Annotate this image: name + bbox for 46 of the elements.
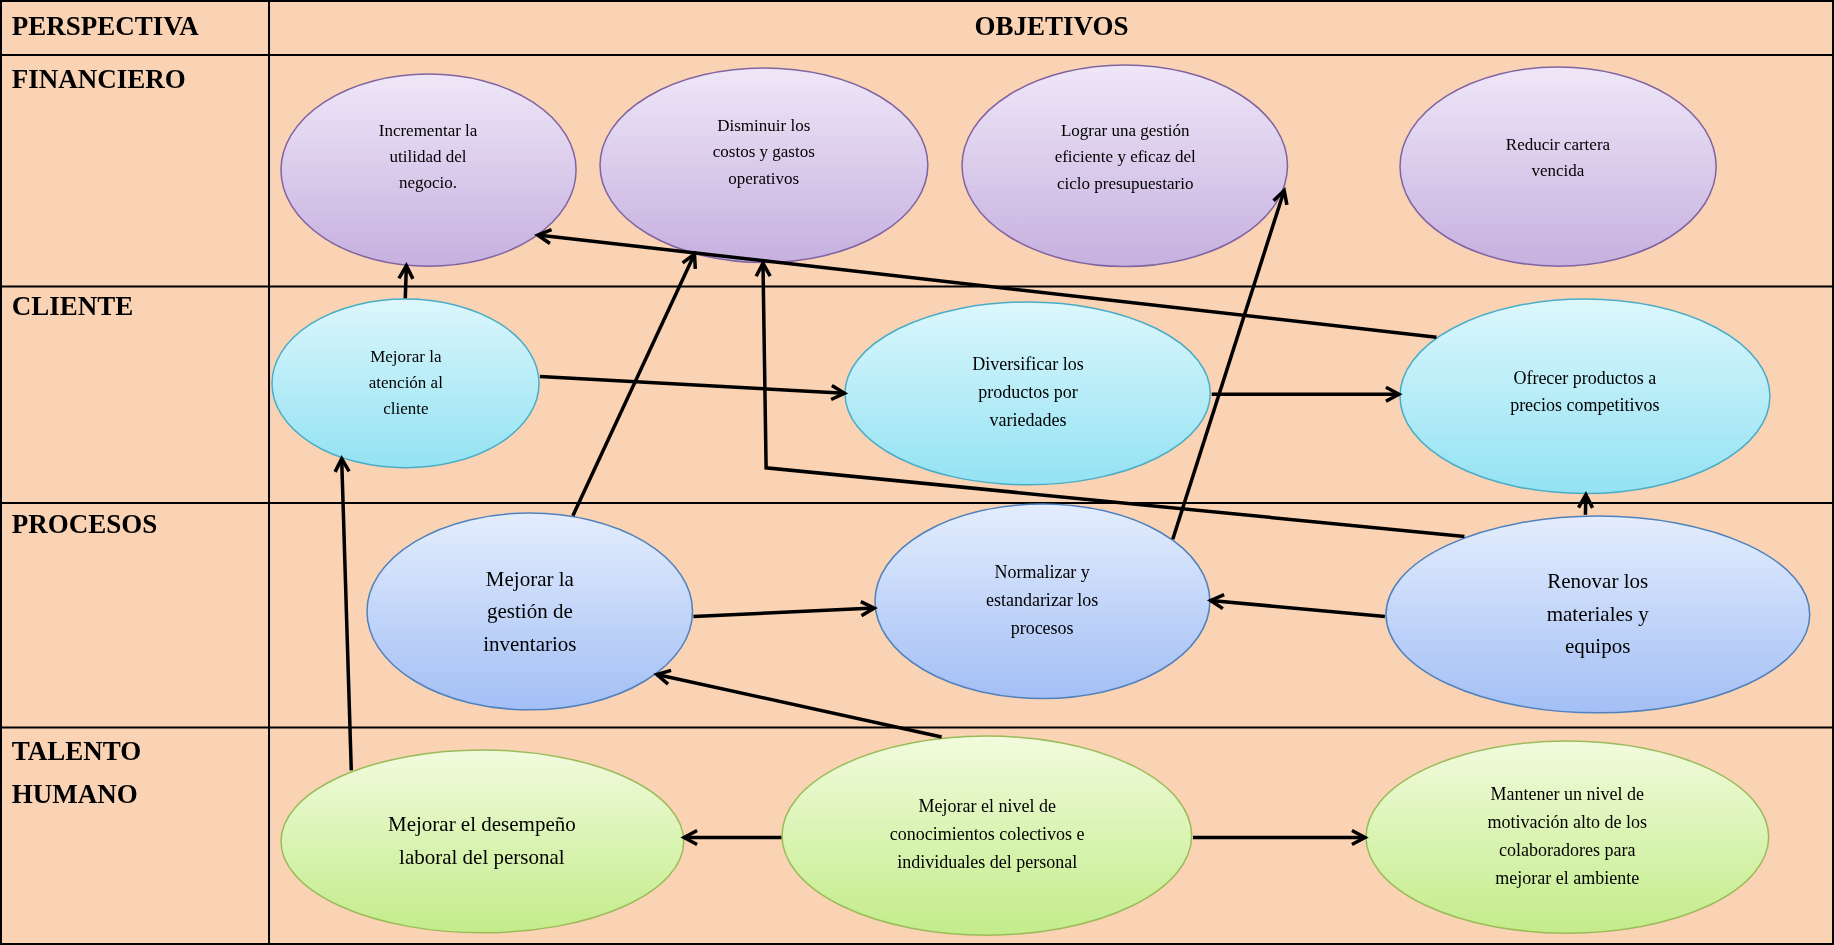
objective-ellipse (271, 298, 541, 469)
objective-text: Mejorar el nivel de conocimientos colectivos e individuales del personal (888, 795, 1086, 875)
column-header: PERSPECTIVA (11, 9, 200, 43)
arrow (397, 263, 415, 299)
arrow (1193, 828, 1367, 847)
objective-ellipse (781, 734, 1193, 936)
objective-text: Mejorar el desempeño laboral del personal (387, 811, 577, 871)
arrow (754, 261, 1465, 539)
objective-ellipse (598, 66, 929, 264)
objective-ellipse (844, 300, 1212, 486)
arrow (655, 668, 943, 739)
objective-text: Renovar los materiales y equipos (1545, 568, 1650, 661)
objective-ellipse (366, 512, 694, 712)
objective-ellipse (1398, 298, 1771, 495)
arrow (693, 599, 876, 619)
objective-ellipse (961, 64, 1289, 268)
column-header: OBJETIVOS (973, 9, 1130, 43)
row-header: CLIENTE (11, 290, 135, 324)
row-header: FINANCIERO (11, 63, 187, 97)
arrow (333, 456, 354, 771)
objective-text: Normalizar y estandarizar los procesos (984, 561, 1100, 641)
objective-ellipse (873, 502, 1211, 700)
arrow (539, 374, 847, 402)
objective-ellipse (279, 748, 685, 934)
objective-ellipse (1384, 514, 1811, 714)
objective-text: Ofrecer productos a precios competitivos (1509, 366, 1661, 418)
objective-ellipse (279, 72, 577, 267)
row-header: PROCESOS (11, 507, 159, 541)
objective-text: Diversificar los productos por variedades (971, 353, 1085, 432)
arrow (536, 227, 1437, 340)
objective-text: Incrementar la utilidad del negocio. (377, 120, 479, 195)
row-header: TALENTO HUMANO (11, 734, 143, 812)
objective-text: Mejorar la atención al cliente (367, 346, 444, 421)
objective-text: Disminuir los costos y gastos operativos (711, 115, 816, 191)
objective-text: Lograr una gestión eficiente y eficaz del ciclo presupuestario (1053, 120, 1197, 196)
objective-text: Mejorar la gestión de inventarios (482, 565, 578, 658)
arrow (1211, 385, 1401, 403)
objective-ellipse (1398, 65, 1718, 267)
arrow (1576, 493, 1595, 515)
arrow (682, 828, 782, 847)
arrow (1208, 592, 1386, 619)
objective-text: Mantener un nivel de motivación alto de los colaboradores para mejorar el ambiente (1486, 783, 1649, 891)
objective-text: Reducir cartera vencida (1504, 133, 1612, 183)
arrow (1171, 188, 1289, 540)
arrow (571, 252, 698, 517)
objective-ellipse (1364, 740, 1770, 935)
